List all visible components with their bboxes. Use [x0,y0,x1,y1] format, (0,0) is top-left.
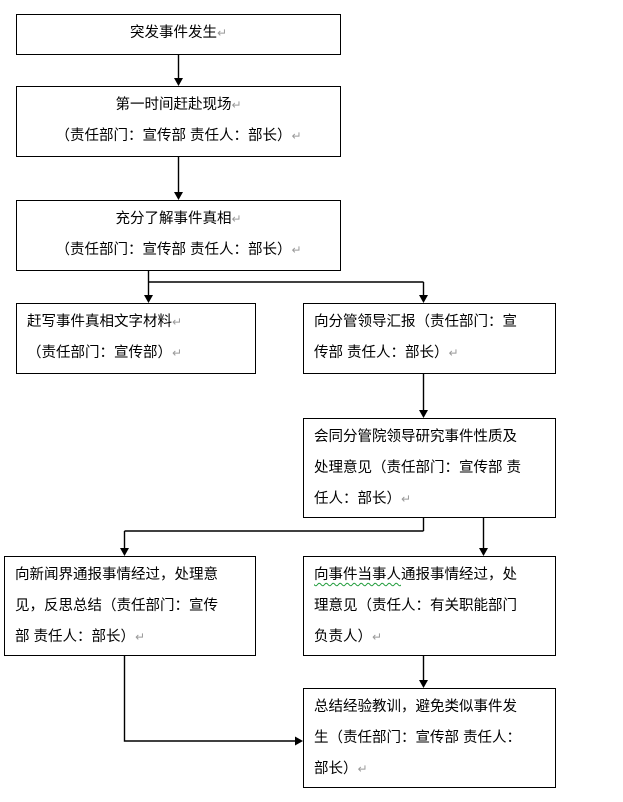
connector-n2-to-n3 [174,157,183,200]
paragraph-mark-icon: ↵ [231,98,242,112]
flow-node-line: 向分管领导汇报（责任部门：宣 [314,314,517,330]
flow-node-line: 理意见（责任人：有关职能部门 [314,598,517,614]
flow-node-line: 生（责任部门：宣传部 责任人： [314,730,522,746]
paragraph-mark-icon: ↵ [172,346,183,360]
paragraph-mark-icon: ↵ [448,346,459,360]
paragraph-mark-icon: ↵ [401,492,412,506]
connector-n6-to-n8 [479,518,488,556]
flow-node-line: 赶写事件真相文字材料↵ [27,314,183,330]
flow-node-line: 任人：部长）↵ [314,491,412,507]
connector-n8-to-n9 [419,656,428,688]
flow-node-line: （责任部门：宣传部 责任人：部长）↵ [55,128,302,144]
flow-node-line: 向事件当事人通报事情经过，处 [314,567,517,583]
arrowhead-icon [419,680,428,688]
paragraph-mark-icon: ↵ [357,762,368,776]
flow-node-report-to-leader: 向分管领导汇报（责任部门：宣传部 责任人：部长）↵ [303,303,556,374]
flow-node-inform-parties-involved: 向事件当事人通报事情经过，处理意见（责任人：有关职能部门负责人）↵ [303,556,556,656]
arrowhead-icon [120,548,129,556]
arrowhead-icon [479,548,488,556]
connector-n3-split-to-n4 [144,271,153,303]
paragraph-mark-icon: ↵ [216,26,228,40]
flow-node-rush-to-scene: 第一时间赶赴现场↵ （责任部门：宣传部 责任人：部长）↵ [16,86,341,157]
connector-n6-to-n7 [120,531,129,556]
arrowhead-icon [174,192,183,200]
flow-node-line: 处理意见（责任部门：宣传部 责 [314,460,522,476]
flow-node-line: 向新闻界通报事情经过，处理意 [15,567,218,583]
flow-node-line: 会同分管院领导研究事件性质及 [314,429,517,445]
connector-n1-to-n2 [174,55,183,86]
flow-node-understand-truth: 充分了解事件真相↵ （责任部门：宣传部 责任人：部长）↵ [16,200,341,271]
paragraph-mark-icon: ↵ [291,129,302,143]
paragraph-mark-icon: ↵ [291,243,302,257]
arrowhead-icon [419,295,428,303]
arrowhead-icon [144,295,153,303]
flow-node-line: 第一时间赶赴现场↵ [115,97,242,113]
flow-node-inform-press: 向新闻界通报事情经过，处理意见，反思总结（责任部门：宣传部 责任人：部长）↵ [4,556,256,656]
arrowhead-icon [174,78,183,86]
flow-node-write-written-material: 赶写事件真相文字材料↵ （责任部门：宣传部）↵ [16,303,256,374]
flow-node-line: 传部 责任人：部长）↵ [314,345,459,361]
arrowhead-icon [295,736,303,746]
flow-node-line: 部长）↵ [314,761,368,777]
flow-node-line: 见，反思总结（责任部门：宣传 [15,598,218,614]
flow-node-summarize-lessons: 总结经验教训，避免类似事件发生（责任部门：宣传部 责任人： 部长）↵ [303,688,556,788]
flow-node-study-nature-and-opinion: 会同分管院领导研究事件性质及处理意见（责任部门：宣传部 责任人：部长）↵ [303,418,556,518]
connector-n5-to-n6 [419,374,428,418]
connector-n3-split-to-n5 [419,282,428,303]
flow-node-line: 突发事件发生↵ [129,25,228,41]
flow-node-line: （责任部门：宣传部）↵ [27,345,183,361]
arrowhead-icon [419,410,428,418]
paragraph-mark-icon: ↵ [372,630,383,644]
flow-node-line: 部 责任人：部长）↵ [15,629,146,645]
flow-node-line: 充分了解事件真相↵ [115,211,242,227]
flow-node-incident-occurs: 突发事件发生↵ [16,14,341,55]
flow-node-line: （责任部门：宣传部 责任人：部长）↵ [55,242,302,258]
paragraph-mark-icon: ↵ [172,315,183,329]
connector-n7-to-n9 [123,656,303,746]
flow-node-line: 总结经验教训，避免类似事件发 [314,699,517,715]
paragraph-mark-icon: ↵ [231,212,242,226]
paragraph-mark-icon: ↵ [135,630,146,644]
flow-node-line: 负责人）↵ [314,629,383,645]
spellcheck-underline: 向事件当事人 [314,567,401,583]
